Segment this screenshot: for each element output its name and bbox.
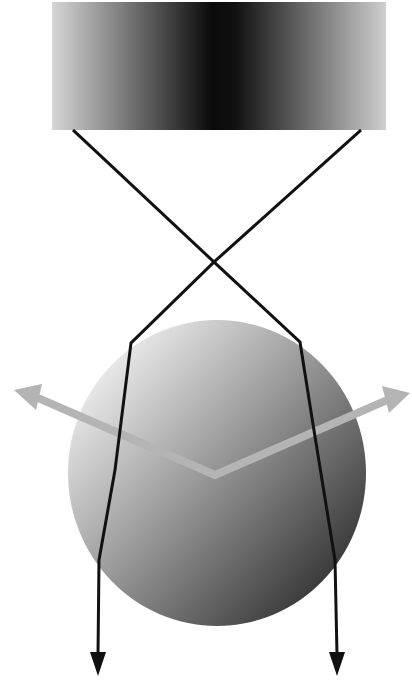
- right-arrow-down-icon: [329, 652, 345, 676]
- left-reflection-arrowhead-icon: [14, 384, 42, 410]
- right-reflection-arrowhead-icon: [382, 386, 410, 413]
- source-block: [52, 2, 386, 130]
- left-arrow-down-icon: [90, 652, 106, 676]
